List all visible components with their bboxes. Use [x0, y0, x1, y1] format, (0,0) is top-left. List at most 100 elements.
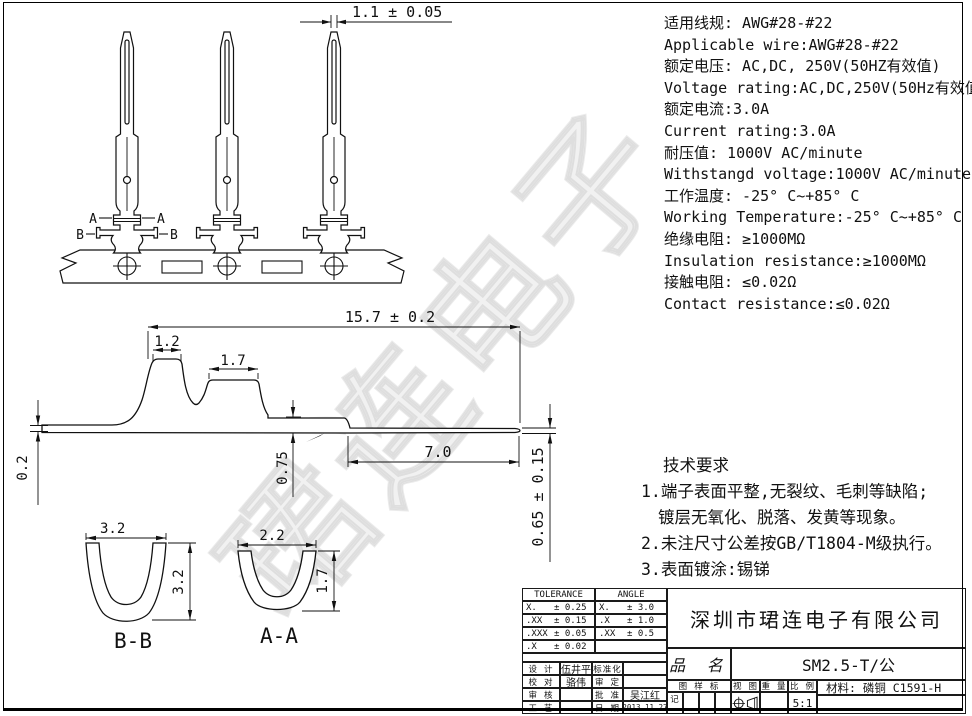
section-markers: A A B B: [76, 212, 178, 243]
marker-a-right: A: [157, 212, 165, 227]
tol-value: ± 0.02: [554, 641, 587, 652]
tol-value: ± 0.5: [627, 628, 655, 639]
spec-line: Voltage rating:AC,DC,250V(50Hz有效值): [664, 78, 972, 97]
drawing-mark-cell: [683, 692, 699, 714]
dim-text: 0.65 ± 0.15: [529, 447, 547, 546]
drawing-mark-cell: [715, 692, 731, 714]
tol-name: X.: [526, 602, 537, 613]
spec-line: Withstangd voltage:1000V AC/minute: [664, 165, 972, 184]
dim-bump1-width: 1.2: [152, 334, 182, 361]
tol-name: .X: [599, 615, 610, 626]
spec-line: 额定电压: AC,DC, 250V(50HZ有效值): [664, 57, 941, 76]
section-aa: 2.2 1.7 A-A: [237, 528, 340, 648]
part-name: SM2.5-T/公: [731, 648, 966, 680]
sig-value: [623, 662, 667, 675]
side-view-terminal: [41, 358, 521, 442]
tol-name: .XXX: [526, 628, 548, 639]
weight-label: 重 量: [760, 680, 788, 692]
tolerance-row: X. ± 0.25: [522, 601, 595, 614]
scale-value: 5:1: [788, 692, 817, 714]
spec-line: Contact resistance:≤0.02Ω: [664, 294, 890, 313]
sig-label: 批 准: [592, 688, 623, 701]
tech-line: 镀层无氧化、脱落、发黄等现象。: [658, 508, 906, 527]
angle-row: .XX ± 0.5: [595, 627, 667, 640]
dim-text: 3.2: [100, 521, 125, 537]
spec-line: 绝缘电阻: ≥1000MΩ: [664, 229, 806, 248]
sig-label: 审 核: [522, 688, 560, 701]
drawing-mark-label2: 记: [667, 692, 683, 714]
dim-text: 0.2: [15, 455, 31, 480]
sig-date: 2013.11.27: [623, 701, 667, 714]
sig-value: [623, 675, 667, 688]
spec-line: 工作温度: -25° C~+85° C: [664, 186, 860, 205]
spec-line: 耐压值: 1000V AC/minute: [664, 143, 863, 162]
technical-requirements: 技术要求 1.端子表面平整,无裂纹、毛刺等缺陷; 镀层无氧化、脱落、发黄等现象。…: [641, 453, 961, 583]
title-block: TOLERANCE ANGLE X. ± 0.25 X. ± 3.0 .XX ± 0.…: [522, 588, 966, 714]
dim-text: 0.75: [275, 451, 291, 485]
tol-name: .XX: [526, 615, 543, 626]
tolerance-spacer: [522, 653, 667, 662]
dim-pin-length: 7.0: [347, 436, 520, 467]
spec-line: Working Temperature:-25° C~+85° C: [664, 208, 963, 227]
angle-row: X. ± 3.0: [595, 601, 667, 614]
material-spec: 材料: 磷铜 C1591-H: [817, 680, 966, 695]
marker-b-left: B: [76, 228, 84, 243]
view-label: 视 图: [731, 680, 760, 692]
dim-text: 2.2: [259, 528, 284, 544]
marker-b-right: B: [170, 228, 178, 243]
dim-bump2-width: 1.7: [208, 353, 259, 379]
spec-line: Current rating:3.0A: [664, 121, 836, 140]
sig-value: [560, 688, 592, 701]
dim-pin-thickness: 0.65 ± 0.15: [522, 404, 556, 562]
tol-value: ± 0.05: [554, 628, 587, 639]
spec-line: 额定电流:3.0A: [664, 100, 770, 119]
tolerance-row: .XXX ± 0.05: [522, 627, 595, 640]
sig-value: 伍井平: [560, 662, 592, 675]
tech-line: 2.未注尺寸公差按GB/T1804-M级执行。: [641, 534, 942, 553]
material-spacer: [817, 695, 966, 714]
sig-value: 吴江红: [623, 688, 667, 701]
tol-value: ± 0.25: [554, 602, 587, 613]
dim-text: 1.2: [154, 334, 179, 350]
tolerance-header: TOLERANCE: [522, 588, 595, 601]
tol-value: ± 0.15: [554, 615, 587, 626]
strip-pilot-holes: [113, 253, 348, 280]
sig-value: 骆伟: [560, 675, 592, 688]
specifications-panel: 适用线规: AWG#28-#22 Applicable wire:AWG#28-…: [664, 13, 972, 315]
angle-header: ANGLE: [595, 588, 667, 601]
spec-line: Applicable wire:AWG#28-#22: [664, 35, 899, 54]
dim-overall-length: 15.7 ± 0.2: [147, 308, 521, 423]
dim-text: 1.7: [315, 568, 331, 593]
solder-barb: [306, 433, 324, 442]
marker-a-left: A: [89, 212, 97, 227]
sig-label: 校 对: [522, 675, 560, 688]
dim-strip-thickness: 0.2: [15, 400, 48, 505]
section-bb: 3.2 3.2 B-B: [85, 521, 196, 653]
tolerance-row: .XX ± 0.15: [522, 614, 595, 627]
tolerance-row: .X ± 0.02: [522, 640, 595, 653]
sig-value: [560, 701, 592, 714]
spec-line: 适用线规: AWG#28-#22: [664, 14, 833, 32]
dim-pin-tip-width: 1.1 ± 0.05: [300, 3, 452, 28]
drawing-mark-cell: [699, 692, 715, 714]
tol-value: ± 3.0: [627, 602, 655, 613]
angle-row: [595, 640, 667, 653]
sheet-border-frame: [3, 2, 963, 711]
sig-label: 标准化: [592, 662, 623, 675]
company-name: 深圳市珺连电子有限公司: [667, 588, 966, 648]
drawing-mark-label: 图 样 标: [667, 680, 731, 692]
sig-label: 审 定: [592, 675, 623, 688]
tol-name: X.: [599, 602, 610, 613]
dim-text: 1.1 ± 0.05: [352, 3, 442, 21]
spec-line: 接触电阻: ≤0.02Ω: [664, 273, 797, 292]
tol-name: .XX: [599, 628, 616, 639]
dim-step-height: 0.75: [275, 400, 301, 497]
tol-name: .X: [526, 641, 537, 652]
tech-line: 1.端子表面平整,无裂纹、毛刺等缺陷;: [641, 482, 929, 501]
tol-value: ± 1.0: [627, 615, 655, 626]
part-name-label: 品 名: [667, 648, 731, 680]
tech-title: 技术要求: [663, 456, 729, 475]
spec-line: Insulation resistance:≥1000MΩ: [664, 251, 926, 270]
dim-text: 7.0: [424, 443, 451, 461]
section-bb-label: B-B: [114, 629, 152, 653]
